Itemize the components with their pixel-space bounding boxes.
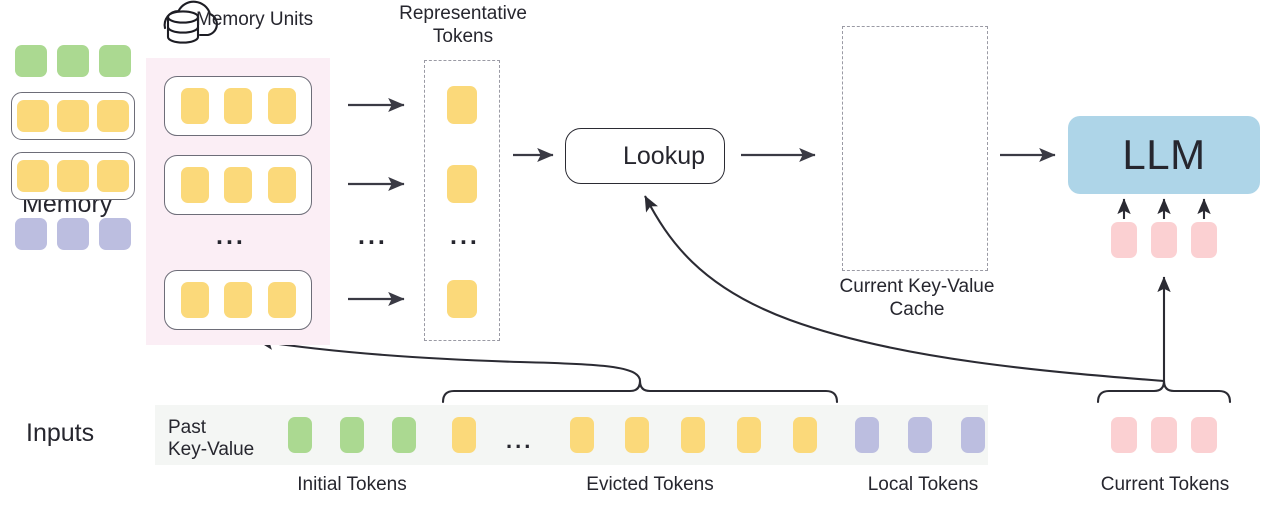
input-token-initial-2 [340, 417, 364, 453]
prefill-token-1 [1111, 222, 1137, 258]
memory-token [267, 88, 296, 124]
prefill-token-2 [1151, 222, 1177, 258]
heading-representative-tokens: Representative Tokens [399, 3, 527, 48]
kv-cache-row-local [15, 215, 131, 253]
memory-token [180, 167, 209, 203]
kv-token-initial [57, 45, 89, 77]
representative-tokens-box [424, 60, 500, 341]
arrow-column-ellipsis: ... [358, 222, 388, 250]
representative-token-2 [447, 165, 477, 203]
kv-token-local [15, 218, 47, 250]
memory-token [180, 282, 209, 318]
kv-cache-row-initial [15, 42, 131, 80]
curve-evicted-to-memory [257, 336, 642, 382]
prefill-token-3 [1191, 222, 1217, 258]
memory-token [224, 88, 252, 124]
row-label-inputs: Inputs [26, 419, 95, 447]
kv-token-retrieved [57, 160, 89, 192]
inputs-ellipsis: ... [506, 428, 534, 453]
kv-token-retrieved [17, 160, 49, 192]
kv-token-local [99, 218, 131, 250]
memory-token [267, 167, 296, 203]
caption-evicted-tokens: Evicted Tokens [586, 474, 714, 495]
memory-token [224, 282, 252, 318]
current-token-2 [1151, 417, 1177, 453]
input-token-evicted-3 [625, 417, 649, 453]
current-token-3 [1191, 417, 1217, 453]
brace-evicted-tokens [441, 380, 839, 404]
heading-memory-units: Memory Units [196, 9, 314, 30]
memory-unit-1[interactable] [164, 76, 312, 136]
input-token-evicted-4 [681, 417, 705, 453]
kv-token-retrieved [57, 100, 89, 132]
representative-token-1 [447, 86, 477, 124]
current-token-1 [1111, 417, 1137, 453]
kv-token-initial [99, 45, 131, 77]
kv-token-retrieved [97, 100, 129, 132]
caption-local-tokens: Local Tokens [867, 474, 979, 495]
input-token-local-1 [855, 417, 879, 453]
current-kv-cache-box [842, 26, 988, 271]
memory-token [180, 88, 209, 124]
heading-current-kv-cache: Current Key-Value Cache [839, 276, 995, 321]
kv-token-local [57, 218, 89, 250]
input-token-evicted-2 [570, 417, 594, 453]
caption-initial-tokens: Initial Tokens [297, 474, 407, 495]
caption-current-tokens: Current Tokens [1100, 474, 1230, 495]
input-token-local-2 [908, 417, 932, 453]
kv-cache-row-retrieved-2 [11, 152, 135, 200]
memory-token [224, 167, 252, 203]
input-token-evicted-5 [737, 417, 761, 453]
input-token-evicted-6 [793, 417, 817, 453]
kv-token-retrieved [97, 160, 129, 192]
memory-unit-2[interactable] [164, 155, 312, 215]
llm-block[interactable]: LLM [1068, 116, 1260, 194]
input-token-initial-3 [392, 417, 416, 453]
representative-tokens-ellipsis: ... [450, 222, 480, 250]
kv-token-initial [15, 45, 47, 77]
lookup-label: Lookup [622, 141, 706, 170]
kv-token-retrieved [17, 100, 49, 132]
input-token-initial-1 [288, 417, 312, 453]
memory-units-ellipsis: ... [216, 222, 246, 250]
brace-current-tokens [1096, 380, 1232, 404]
lookup-button[interactable]: Lookup [565, 128, 725, 184]
input-token-evicted-1 [452, 417, 476, 453]
llm-label: LLM [1122, 131, 1206, 178]
past-key-value-label: Past Key-Value [168, 417, 255, 461]
input-token-local-3 [961, 417, 985, 453]
memory-token [267, 282, 296, 318]
memory-unit-3[interactable] [164, 270, 312, 330]
representative-token-3 [447, 280, 477, 318]
kv-cache-row-retrieved-1 [11, 92, 135, 140]
